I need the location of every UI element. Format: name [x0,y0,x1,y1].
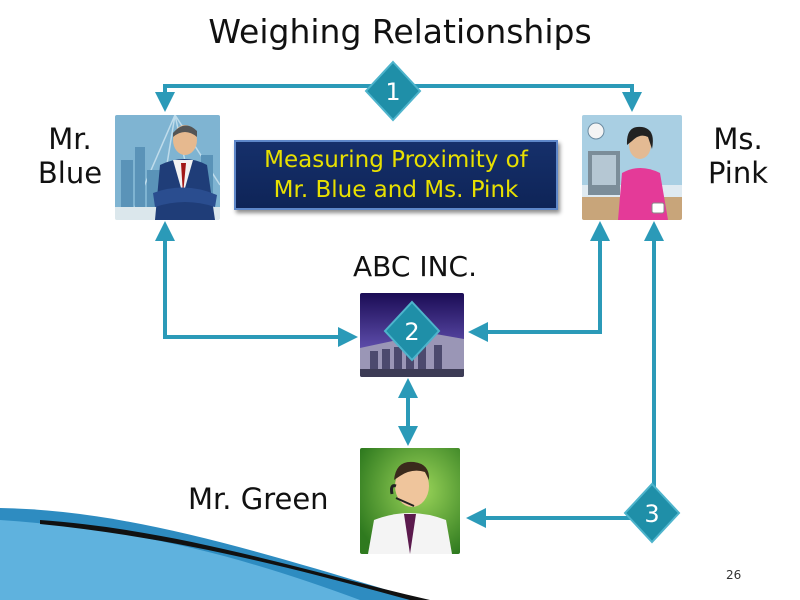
decorative-swoosh [0,508,430,600]
slide-title: Weighing Relationships [208,12,592,51]
ms-pink-label: Ms. Pink [707,122,769,190]
marker-3: 3 [623,482,681,544]
marker-1-label: 1 [385,78,400,106]
mr-blue-label: Mr. Blue [37,122,103,190]
marker-2-label: 2 [404,318,419,346]
marker-3-label: 3 [644,500,659,528]
mr-green-image [360,448,460,554]
mr-green-label: Mr. Green [188,482,329,516]
page-number: 26 [726,568,742,582]
company-label: ABC INC. [353,250,477,283]
marker-1: 1 [364,60,422,122]
marker-2: 2 [383,300,441,362]
arrow-blue-company [155,221,358,347]
mr-blue-image [115,115,220,220]
ms-pink-image [582,115,682,220]
proximity-callout: Measuring Proximity of Mr. Blue and Ms. … [234,140,558,210]
